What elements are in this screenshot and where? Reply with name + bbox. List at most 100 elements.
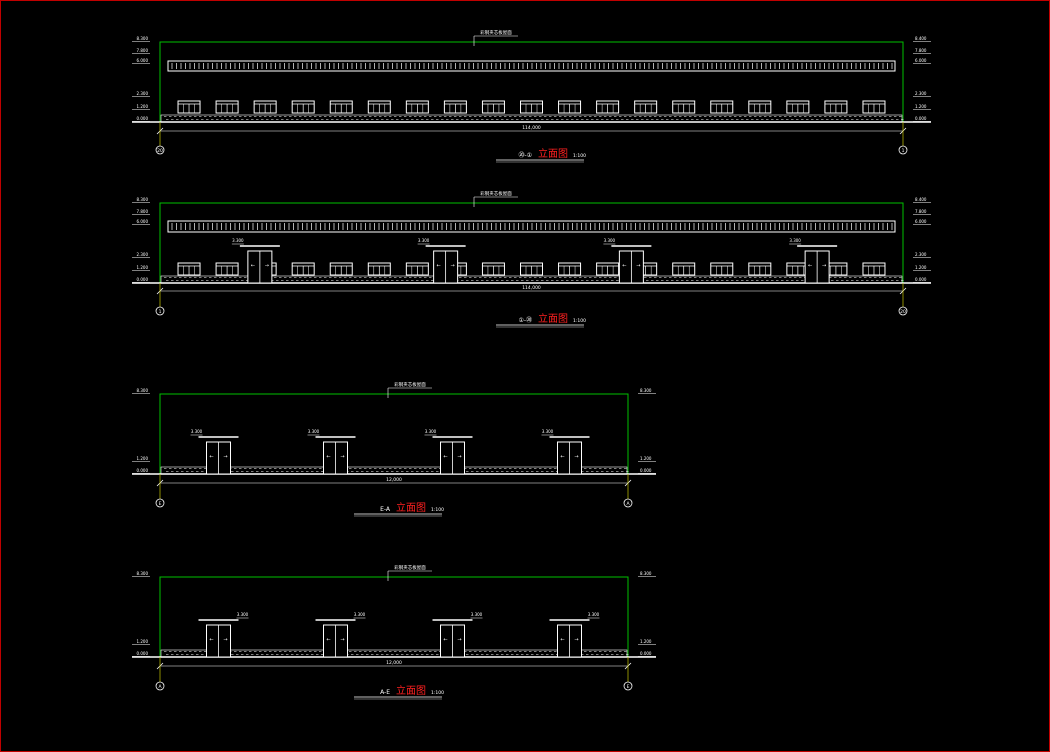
level-mark-left: 6.000	[137, 219, 149, 224]
level-mark-right: 6.000	[915, 58, 927, 63]
door-arrow-icon: ←	[437, 263, 441, 269]
door-level-note: 3.300	[471, 612, 483, 617]
elevation-axis-range: A-E	[380, 689, 390, 696]
elevation-title: 立面图	[538, 312, 568, 325]
level-mark-right: 8.400	[915, 197, 927, 202]
door: ←→3.300	[424, 429, 473, 475]
level-mark-left: 0.000	[137, 116, 149, 121]
plinth-wall	[160, 275, 903, 284]
door-arrow-icon: ←	[560, 637, 564, 643]
window	[520, 100, 543, 114]
elevation-axis-range: ①-⑳	[518, 316, 532, 324]
dimension-value: 114,000	[522, 285, 541, 291]
door-level-note: 3.300	[237, 612, 249, 617]
window	[748, 100, 772, 114]
window	[177, 100, 201, 114]
window	[177, 262, 201, 276]
elevation-axis-range: ⑳-①	[518, 151, 532, 159]
level-mark-left: 0.000	[137, 468, 149, 473]
elevation-scale: 1:100	[573, 318, 586, 324]
vent-band	[167, 60, 896, 72]
door-level-note: 3.300	[542, 429, 554, 434]
window	[824, 100, 848, 114]
window	[558, 100, 582, 114]
level-mark-right: 8.300	[640, 388, 652, 393]
axis-bubble	[155, 681, 165, 691]
elevation-2: ←→3.300←→3.300←→3.300←→3.300彩钢夹芯板屋面8.300…	[132, 190, 931, 328]
level-mark-right: 0.000	[640, 651, 652, 656]
door-arrow-icon: ←	[209, 454, 213, 460]
door-arrow-icon: →	[457, 637, 461, 643]
door-arrow-icon: →	[822, 263, 826, 269]
axis-bubble	[623, 498, 633, 508]
dimension-value: 12,000	[386, 660, 402, 666]
door: ← → 3.300	[541, 429, 590, 475]
axis-label: A	[158, 684, 162, 690]
window	[481, 262, 505, 276]
window	[748, 262, 772, 276]
door-level-note: 3.300	[191, 429, 203, 434]
door-arrow-icon: →	[223, 454, 227, 460]
axis-bubble	[155, 306, 165, 316]
window	[215, 100, 239, 114]
dimension-value: 12,000	[386, 477, 402, 483]
door-arrow-icon: →	[574, 454, 578, 460]
plinth-wall	[160, 466, 628, 475]
window	[558, 262, 582, 276]
dimension-value: 114,000	[522, 125, 541, 131]
axis-bubble	[623, 681, 633, 691]
axis-bubble	[898, 145, 908, 155]
door-level-note: 3.300	[425, 429, 437, 434]
window	[215, 262, 239, 276]
roof-note: 彩钢夹芯板屋面	[480, 29, 512, 36]
level-mark-left: 2.300	[137, 252, 149, 257]
roof-note: 彩钢夹芯板屋面	[394, 564, 426, 571]
level-mark-right: 1.200	[640, 639, 652, 644]
door: ←→3.300	[198, 612, 249, 658]
door-level-note: 3.300	[308, 429, 320, 434]
window	[443, 100, 467, 114]
elevation-1: 彩钢夹芯板屋面 8.300 7.800 6.000 2.300 1.200 0.000 8.4…	[132, 29, 931, 163]
elevation-title: 立面图	[538, 147, 568, 160]
door: ←→3.300	[432, 612, 483, 658]
level-mark-left: 8.300	[137, 36, 149, 41]
level-mark-left: 7.800	[137, 48, 149, 53]
level-mark-left: 1.200	[137, 104, 149, 109]
door-arrow-icon: ←	[326, 454, 330, 460]
window	[405, 100, 429, 114]
door-arrow-icon: ←	[560, 454, 564, 460]
axis-label: E	[627, 684, 630, 690]
window	[329, 262, 353, 276]
axis-label: 1	[159, 309, 162, 315]
door-arrow-icon: →	[574, 637, 578, 643]
door-level-note: 3.300	[604, 238, 616, 243]
axis-bubble	[898, 306, 908, 316]
window	[596, 262, 620, 276]
axis-bubble	[155, 145, 165, 155]
door-arrow-icon: ←	[326, 637, 330, 643]
elevation-scale: 1:100	[573, 153, 586, 159]
level-mark-left: 7.800	[137, 209, 149, 214]
door: ←→3.300	[307, 429, 356, 475]
elevation-title: 立面图	[396, 501, 426, 514]
window	[710, 100, 734, 114]
window	[253, 100, 277, 114]
level-mark-right: 8.400	[915, 36, 927, 41]
level-mark-right: 2.300	[915, 91, 927, 96]
window	[596, 100, 620, 114]
axis-label: 1	[902, 148, 905, 154]
door: ←→3.300	[603, 238, 652, 284]
level-mark-left: 8.300	[137, 197, 149, 202]
window	[481, 100, 505, 114]
door: ←→3.300	[417, 238, 466, 284]
window	[786, 100, 810, 114]
level-mark-right: 0.000	[640, 468, 652, 473]
level-mark-right: 0.000	[915, 277, 927, 282]
window	[520, 262, 543, 276]
door: ←→3.300	[549, 612, 600, 658]
level-mark-left: 8.300	[137, 388, 149, 393]
level-mark-left: 0.000	[137, 651, 149, 656]
window	[672, 262, 696, 276]
door: ← → 3.300	[190, 429, 239, 475]
